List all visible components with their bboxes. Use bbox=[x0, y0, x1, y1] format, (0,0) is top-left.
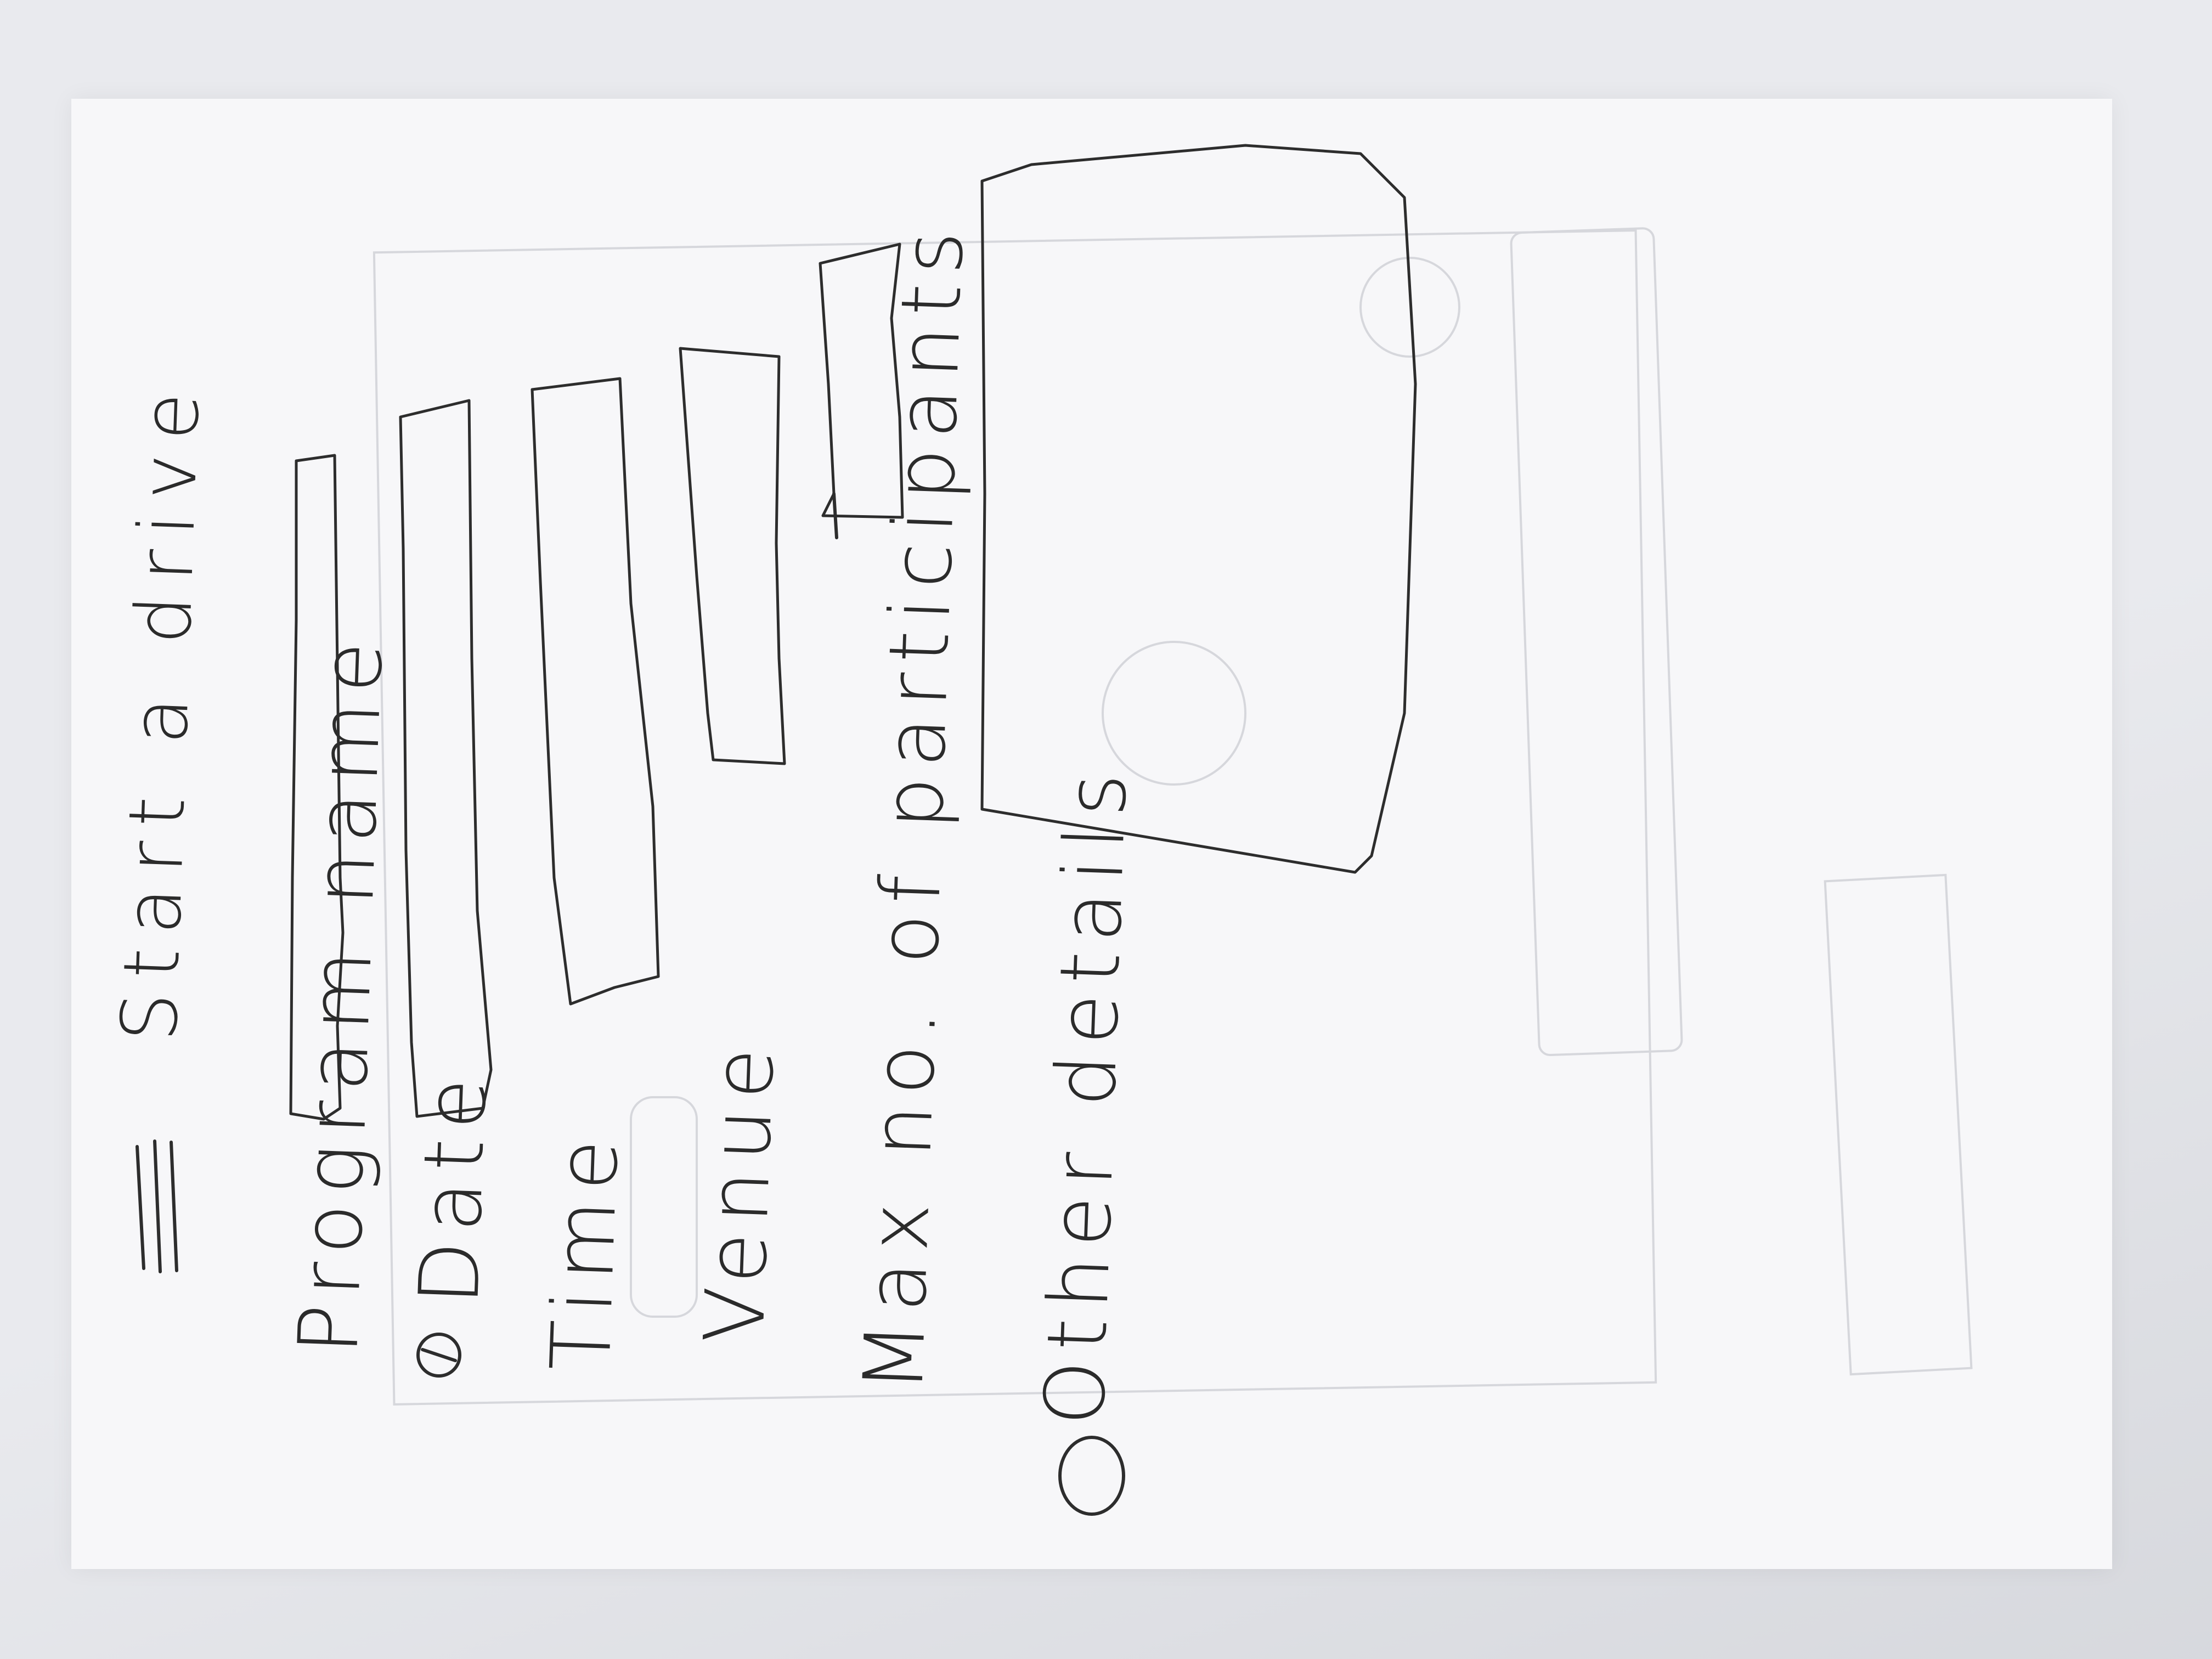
paper-sheet bbox=[71, 99, 2112, 1569]
date-label: Date bbox=[402, 1067, 505, 1306]
date-icon bbox=[416, 1333, 461, 1378]
other-details-label: Other details bbox=[1027, 762, 1146, 1427]
other-details-icon bbox=[1058, 1436, 1125, 1516]
venue-input[interactable] bbox=[679, 347, 786, 765]
venue-label: Venue bbox=[687, 1037, 793, 1345]
page-title: Start a drive bbox=[105, 377, 217, 1043]
program-name-input[interactable] bbox=[289, 454, 345, 1121]
time-label: Time bbox=[533, 1128, 637, 1372]
max-participants-input[interactable] bbox=[819, 242, 904, 519]
max-participants-cursor bbox=[832, 492, 838, 539]
program-name-label: Program name bbox=[281, 630, 402, 1356]
max-participants-label: Max no. of participants bbox=[846, 219, 982, 1394]
other-details-textarea[interactable] bbox=[980, 144, 1417, 874]
hamburger-menu-icon[interactable] bbox=[136, 1139, 178, 1273]
date-input[interactable] bbox=[399, 399, 493, 1118]
time-input[interactable] bbox=[531, 377, 660, 1006]
bleed-through-marks bbox=[373, 227, 1973, 1406]
